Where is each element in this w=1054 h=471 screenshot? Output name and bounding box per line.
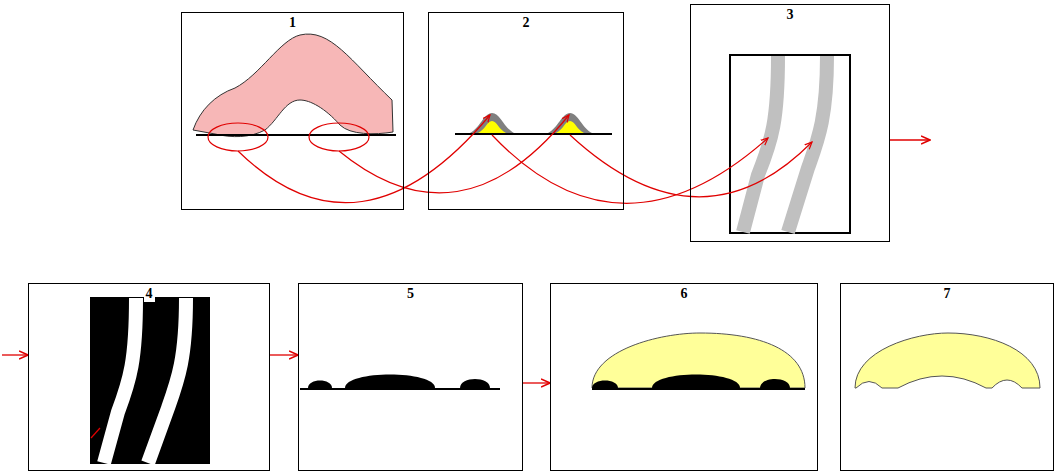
arrow-segment — [270, 354, 298, 355]
step-number: 6 — [679, 286, 690, 302]
mapping-arrow — [570, 135, 812, 197]
step-number: 1 — [287, 15, 298, 31]
grey-band — [788, 56, 827, 232]
step-number: 4 — [144, 286, 155, 302]
red-tick — [91, 428, 100, 438]
black-bump — [308, 381, 332, 389]
step-number: 5 — [405, 286, 416, 302]
flow-arrow — [523, 383, 550, 384]
mapping-arrow — [238, 115, 490, 203]
yellow-arch — [855, 333, 1040, 388]
contact-ellipse — [309, 123, 369, 151]
black-bump — [592, 381, 618, 389]
white-band — [148, 298, 186, 463]
mapping-arrow — [492, 135, 768, 203]
binary-image — [90, 297, 210, 464]
arrow-segment — [523, 382, 550, 383]
black-bump — [652, 375, 740, 389]
arrow-segment — [890, 139, 930, 140]
baseline — [592, 388, 805, 390]
step-panel: 4 — [28, 283, 270, 471]
image-frame — [730, 55, 850, 233]
baseline — [455, 133, 612, 135]
black-bump — [760, 379, 790, 388]
step-panel: 3 — [690, 4, 890, 242]
pink-surface — [193, 34, 393, 137]
black-bump — [345, 375, 435, 389]
flow-arrow — [270, 355, 298, 356]
flow-arrow — [2, 140, 930, 355]
bump-inner — [556, 121, 584, 133]
black-bump — [460, 379, 490, 388]
step-panel: 6 — [550, 283, 818, 471]
baseline — [300, 388, 500, 390]
yellow-dome — [592, 333, 805, 388]
step-panel: 7 — [840, 283, 1054, 471]
step-panel: 2 — [428, 12, 624, 210]
arrow-segment — [2, 354, 28, 355]
bump-inner — [478, 121, 506, 133]
step-number: 2 — [521, 15, 532, 31]
step-number: 3 — [785, 7, 796, 23]
step-number: 7 — [942, 286, 953, 302]
step-panel: 1 — [181, 12, 404, 210]
baseline — [196, 134, 396, 136]
step-panel: 5 — [298, 283, 523, 471]
white-band — [104, 298, 136, 463]
mapping-arrow — [339, 115, 569, 193]
bump-outer — [548, 113, 592, 133]
contact-ellipse — [208, 123, 268, 151]
